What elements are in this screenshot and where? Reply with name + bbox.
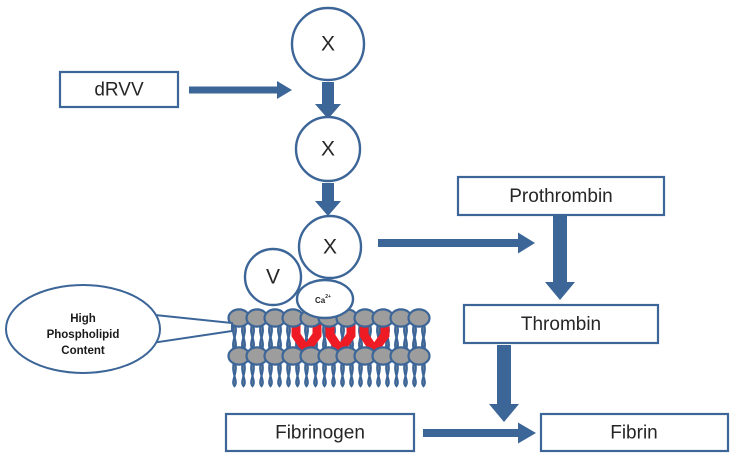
drvv-box-label: dRVV (94, 80, 144, 101)
fibrin-box: Fibrin (539, 412, 730, 453)
fibrinogen-box-rect (224, 412, 416, 453)
factor-v-circle (243, 247, 303, 307)
factor-v-node: V (243, 247, 303, 307)
phospholipid-bilayer (227, 308, 431, 388)
prothrombin-box-rect (456, 175, 666, 217)
phospholipid-callout: High Phospholipid Content (5, 284, 233, 374)
fibrin-box-label: Fibrin (610, 423, 658, 444)
lower-leaflet-heads (227, 346, 431, 366)
arrow-factor-x-middle-to-membrane (315, 183, 341, 216)
prothrombin-box: Prothrombin (456, 175, 666, 217)
factor-x-top-circle (290, 6, 366, 82)
factor-x-membrane-label: X (323, 236, 337, 259)
drvv-box-rect (58, 70, 180, 109)
arrow-prothrombin-to-thrombin (545, 216, 575, 300)
factor-x-membrane-circle (297, 214, 363, 280)
drvv-box: dRVV (58, 70, 180, 109)
arrow-factor-x-top-to-middle (315, 82, 341, 119)
callout-line-3: Content (61, 345, 105, 357)
fibrinogen-box: Fibrinogen (224, 412, 416, 453)
arrow-factor-x-to-prothrombin (378, 232, 535, 254)
factor-x-membrane-node: X (297, 214, 363, 280)
thrombin-box: Thrombin (462, 303, 660, 345)
arrow-drvv-to-factor-x (189, 81, 292, 99)
factor-x-middle-circle (294, 115, 362, 183)
callout-line-2: Phospholipid (47, 329, 120, 341)
arrow-fibrinogen-to-fibrin (423, 422, 536, 444)
factor-x-middle-node: X (294, 115, 362, 183)
thrombin-box-rect (462, 303, 660, 345)
factor-x-middle-label: X (321, 138, 335, 161)
factor-x-top-node: X (290, 6, 366, 82)
thrombin-box-label: Thrombin (521, 314, 601, 335)
prothrombin-box-label: Prothrombin (509, 186, 613, 207)
calcium-ion-node: Ca2+ (295, 278, 355, 320)
calcium-ion-circle (295, 278, 355, 320)
fibrinogen-box-label: Fibrinogen (275, 423, 365, 444)
callout-tail (150, 313, 233, 345)
fibrin-box-rect (539, 412, 730, 453)
lower-leaflet-bottom-tails (232, 356, 426, 388)
factor-x-top-label: X (321, 33, 335, 56)
factor-v-label: V (266, 266, 280, 289)
callout-line-1: High (70, 313, 96, 325)
calcium-ion-label: Ca2+ (315, 294, 331, 305)
callout-bubble (5, 284, 161, 374)
arrow-thrombin-to-fibrin (489, 345, 519, 422)
